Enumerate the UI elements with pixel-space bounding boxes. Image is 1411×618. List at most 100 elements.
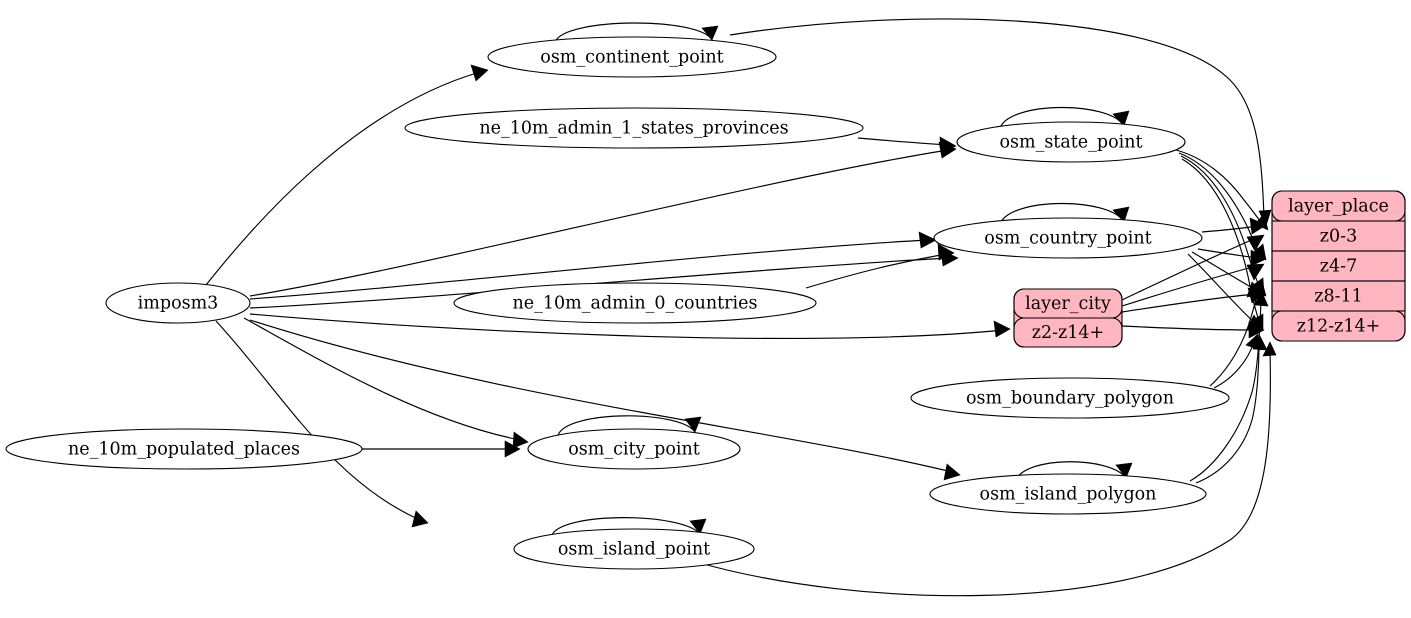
node-ne_10m_admin_0_countries[interactable]: ne_10m_admin_0_countries — [453, 282, 817, 324]
self-loop-osm_island_polygon — [1015, 461, 1133, 481]
edge-ne_countries-osm_country_point — [805, 243, 955, 289]
node-ne_10m_admin_1_states_provinces[interactable]: ne_10m_admin_1_states_provinces — [404, 107, 864, 149]
arrowhead-icon — [701, 25, 719, 41]
node-shape[interactable] — [527, 428, 741, 470]
node-label: ne_10m_admin_1_states_provinces — [479, 119, 788, 139]
edge-line — [1121, 293, 1257, 313]
edge-line — [249, 319, 953, 473]
self-loop-osm_island_point — [551, 517, 707, 536]
edge-line — [551, 517, 701, 536]
node-shape[interactable] — [513, 528, 755, 570]
edge-imposm3-layer_city — [249, 313, 1011, 339]
arrowhead-icon — [504, 440, 521, 458]
edge-line — [699, 349, 1271, 597]
edge-line — [215, 320, 421, 521]
node-label: osm_country_point — [984, 229, 1151, 249]
self-loop-osm_continent_point — [554, 22, 719, 43]
arrowhead-icon — [993, 320, 1011, 338]
node-osm_country_point[interactable]: osm_country_point — [933, 217, 1203, 259]
record-zoom-label: z12-z14+ — [1297, 317, 1381, 337]
edge-boundary-layer_place1 — [1209, 280, 1267, 387]
node-shape[interactable] — [910, 377, 1230, 419]
edge-layer — [205, 18, 1277, 597]
record-zoom-label: z2-z14+ — [1032, 323, 1104, 343]
record-row-z12-z14+[interactable] — [1271, 310, 1406, 342]
node-osm_continent_point[interactable]: osm_continent_point — [487, 36, 777, 78]
edge-line — [1015, 461, 1127, 481]
edge-line — [857, 137, 949, 146]
edge-line — [249, 239, 929, 300]
node-imposm3[interactable]: imposm3 — [105, 282, 251, 324]
node-osm_state_point[interactable]: osm_state_point — [956, 121, 1186, 163]
node-label: osm_state_point — [999, 133, 1142, 153]
node-osm_island_point[interactable]: osm_island_point — [513, 528, 755, 570]
edge-line — [999, 106, 1125, 129]
arrowhead-icon — [1246, 234, 1265, 252]
node-shape[interactable] — [453, 282, 817, 324]
record-zoom-label: z0-3 — [1320, 227, 1357, 247]
edge-line — [205, 71, 481, 286]
node-label: osm_continent_point — [540, 48, 723, 68]
node-shape[interactable] — [956, 121, 1186, 163]
arrowhead-icon — [1112, 110, 1130, 127]
record-title-label: layer_city — [1025, 294, 1111, 314]
node-osm_city_point[interactable]: osm_city_point — [527, 428, 741, 470]
edge-country-layer_place2 — [1197, 248, 1267, 267]
edge-layer_city-layer_place3 — [1121, 287, 1265, 313]
node-shape[interactable] — [929, 473, 1207, 515]
arrowhead-icon — [1249, 217, 1267, 235]
node-shape[interactable] — [105, 282, 251, 324]
node-osm_boundary_polygon[interactable]: osm_boundary_polygon — [910, 377, 1230, 419]
node-label: osm_island_polygon — [980, 485, 1157, 505]
record-zoom-label: z4-7 — [1320, 257, 1357, 277]
node-label: osm_island_point — [558, 540, 710, 560]
edge-imposm3-osm_city_point — [243, 317, 529, 449]
edge-imposm3-osm_country_point — [249, 231, 937, 300]
edge-ne_states-osm_state_point — [857, 136, 957, 154]
arrowhead-icon — [689, 518, 707, 535]
node-osm_island_polygon[interactable]: osm_island_polygon — [929, 473, 1207, 515]
edge-state-layer_place — [1175, 149, 1269, 231]
arrowhead-icon — [1251, 280, 1267, 297]
edge-line — [1195, 343, 1260, 484]
edge-line — [1121, 325, 1257, 331]
record-row-z2-z14+[interactable] — [1013, 317, 1123, 348]
edge-layer_city-layer_place1 — [1121, 234, 1265, 301]
edge-line — [1189, 299, 1262, 482]
node-label: osm_boundary_polygon — [966, 389, 1174, 409]
edge-country-layer_place1 — [1201, 217, 1267, 235]
record-node-layer_city[interactable]: layer_city z2-z14+ — [1013, 288, 1123, 348]
node-ne_10m_populated_places[interactable]: ne_10m_populated_places — [5, 428, 363, 470]
edge-line — [805, 253, 947, 289]
self-loop-osm_state_point — [999, 106, 1130, 129]
edge-line — [554, 22, 713, 43]
node-label: imposm3 — [138, 294, 219, 314]
edge-line — [1175, 149, 1263, 225]
arrowhead-icon — [1248, 321, 1265, 339]
arrowhead-icon — [939, 136, 957, 154]
edge-line — [999, 202, 1125, 225]
edge-line — [1121, 265, 1257, 307]
self-loop-osm_country_point — [999, 202, 1130, 225]
edge-layer_city-layer_place2 — [1121, 263, 1265, 307]
node-shape[interactable] — [933, 217, 1203, 259]
record-node-layer: layer_cityz2-z14+layer_placez0-3z4-7z8-1… — [1013, 190, 1406, 348]
node-shape[interactable] — [404, 107, 864, 149]
edge-line — [1213, 341, 1255, 389]
arrowhead-icon — [470, 64, 489, 82]
arrowhead-icon — [411, 510, 429, 528]
node-label: osm_city_point — [568, 440, 700, 460]
node-label: ne_10m_populated_places — [68, 440, 300, 460]
arrowhead-icon — [1246, 263, 1265, 281]
arrowhead-icon — [918, 231, 937, 249]
node-shape[interactable] — [487, 36, 777, 78]
edge-ne_places-osm_city_point — [362, 440, 521, 458]
edge-imposm3-osm_island_point — [215, 320, 429, 528]
edge-line — [243, 317, 521, 441]
node-shape[interactable] — [5, 428, 363, 470]
arrowhead-icon — [1262, 341, 1277, 357]
edge-island_polygon-layer_place1 — [1189, 291, 1269, 482]
edge-island_point-layer_place — [699, 341, 1277, 597]
